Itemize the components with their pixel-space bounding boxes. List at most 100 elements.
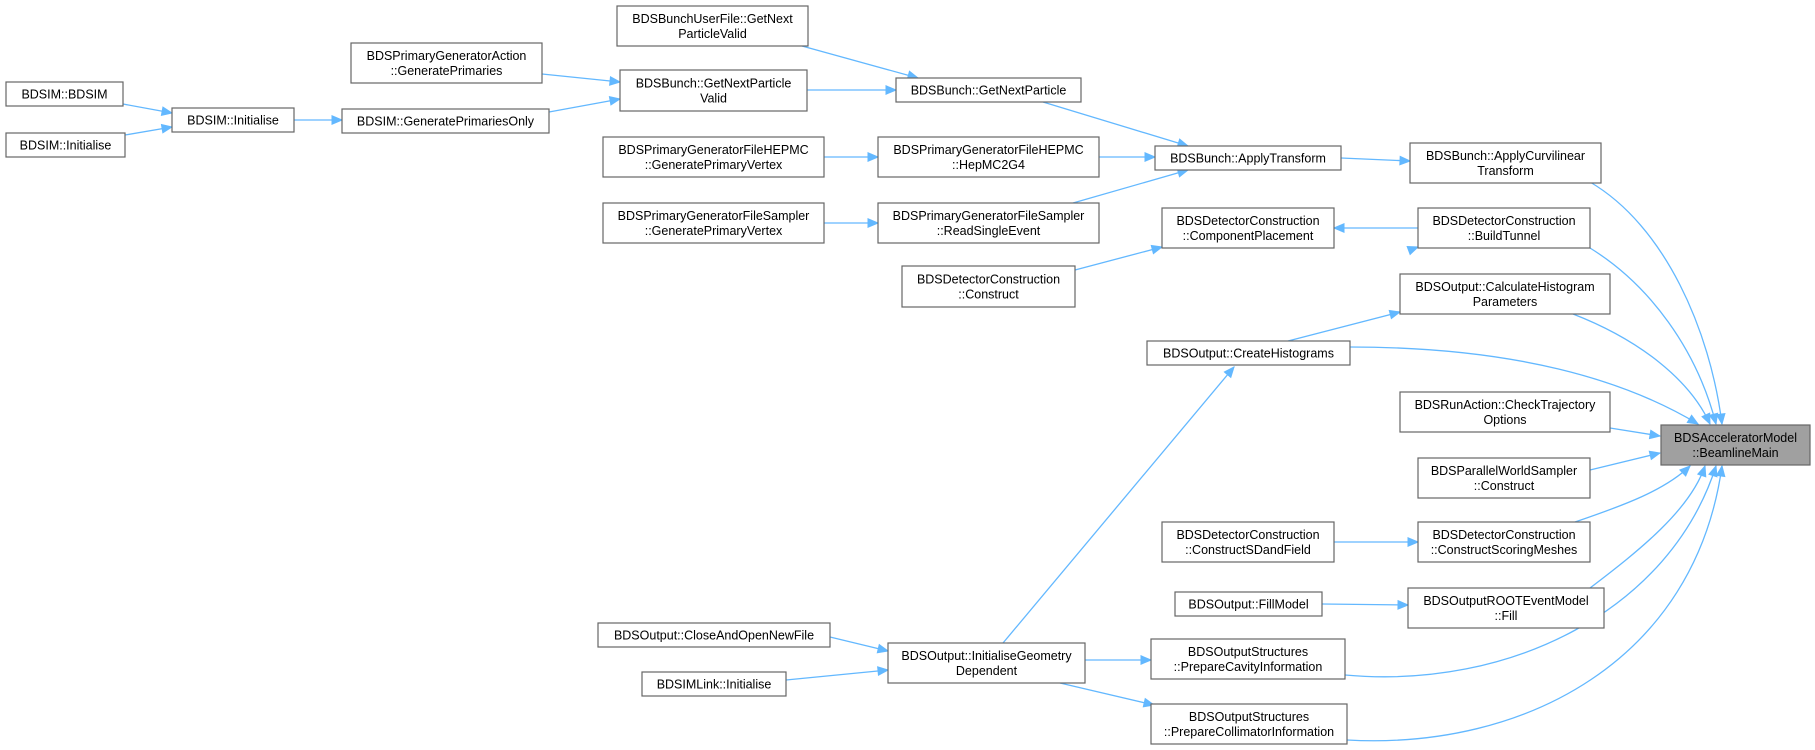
edge-arrowhead: [331, 115, 344, 125]
node-os_pci[interactable]: BDSOutputStructures::PrepareCavityInform…: [1150, 638, 1346, 680]
node-out_ch[interactable]: BDSOutput::CreateHistograms: [1146, 340, 1351, 366]
node-label: BDSDetectorConstruction: [1176, 528, 1319, 542]
node-box: [1150, 638, 1346, 680]
node-label: Valid: [700, 92, 727, 106]
node-pws_construct[interactable]: BDSParallelWorldSampler::Construct: [1417, 457, 1591, 499]
node-label: BDSPrimaryGeneratorFileHEPMC: [893, 143, 1083, 157]
node-root[interactable]: BDSAcceleratorModel::BeamlineMain: [1660, 424, 1811, 466]
edge-os_pci-to-root: [1344, 464, 1718, 678]
node-bdsim_initialise_a[interactable]: BDSIM::Initialise: [171, 107, 295, 133]
node-hepmc_h2g[interactable]: BDSPrimaryGeneratorFileHEPMC::HepMC2G4: [877, 136, 1100, 178]
edge-line: [1072, 169, 1189, 204]
node-genprimonly[interactable]: BDSIM::GeneratePrimariesOnly: [341, 108, 550, 134]
edge-line: [1042, 101, 1189, 147]
edge-bunch_act-to-root: [1589, 181, 1726, 426]
node-out_caonf[interactable]: BDSOutput::CloseAndOpenNewFile: [597, 622, 831, 648]
edge-line: [1589, 465, 1706, 589]
node-label: BDSIM::Initialise: [187, 114, 279, 128]
edge-arrowhead: [1686, 414, 1700, 425]
node-box: [350, 42, 543, 84]
node-box: [5, 81, 124, 107]
edge-arrowhead: [608, 96, 622, 106]
node-bdsim_bdsim[interactable]: BDSIM::BDSIM: [5, 81, 124, 107]
node-box: [895, 77, 1082, 103]
node-sampler_rse[interactable]: BDSPrimaryGeneratorFileSampler::ReadSing…: [877, 202, 1100, 244]
node-box: [901, 265, 1076, 308]
edge-arrowhead: [609, 76, 622, 86]
edge-arrowhead: [1715, 412, 1726, 426]
node-box: [171, 107, 295, 133]
edge-line: [1321, 603, 1409, 606]
node-hepmc_gpv[interactable]: BDSPrimaryGeneratorFileHEPMC::GeneratePr…: [602, 136, 825, 178]
node-box: [877, 136, 1100, 178]
node-dc_bt[interactable]: BDSDetectorConstruction::BuildTunnel: [1417, 207, 1591, 249]
node-label: ParticleValid: [678, 27, 747, 41]
edge-line: [1002, 366, 1235, 644]
edge-arrowhead: [1144, 152, 1157, 162]
edge-out_ch-to-out_chp: [1287, 309, 1402, 342]
node-label: ::BeamlineMain: [1692, 446, 1778, 460]
edge-line: [548, 98, 621, 113]
node-pga[interactable]: BDSPrimaryGeneratorAction::GeneratePrima…: [350, 42, 543, 84]
edge-arrowhead: [1701, 412, 1711, 426]
node-label: Options: [1483, 413, 1526, 427]
edge-line: [1589, 247, 1717, 425]
edge-genprimonly-to-bunch_gnpv: [548, 96, 622, 113]
node-sampler_gpv[interactable]: BDSPrimaryGeneratorFileSampler::Generate…: [602, 202, 825, 244]
node-label: ::PrepareCavityInformation: [1174, 660, 1323, 674]
node-bunch_gnp[interactable]: BDSBunch::GetNextParticle: [895, 77, 1082, 103]
edge-arrowhead: [885, 85, 898, 95]
edge-arrowhead: [1407, 537, 1420, 547]
node-box: [1161, 521, 1335, 563]
node-box: [1161, 207, 1335, 249]
node-label: BDSOutputStructures: [1188, 645, 1308, 659]
node-box: [619, 69, 808, 112]
edge-line: [1074, 246, 1163, 271]
edge-line: [1344, 465, 1717, 678]
node-dc_cp[interactable]: BDSDetectorConstruction::ComponentPlacem…: [1161, 207, 1335, 249]
node-box: [877, 202, 1100, 244]
node-out_fm[interactable]: BDSOutput::FillModel: [1174, 591, 1323, 617]
node-bdsim_initialise_b[interactable]: BDSIM::Initialise: [5, 132, 126, 158]
node-label: ::HepMC2G4: [952, 158, 1025, 172]
node-label: BDSDetectorConstruction: [1176, 214, 1319, 228]
node-dc_construct[interactable]: BDSDetectorConstruction::Construct: [901, 265, 1076, 308]
edge-arrowhead: [1388, 309, 1402, 320]
node-label: ::ConstructScoringMeshes: [1431, 543, 1578, 557]
edge-arrowhead: [160, 106, 174, 116]
edge-hepmc_h2g-to-bunch_at: [1099, 152, 1157, 162]
edge-out_igd-to-os_pcoll: [1059, 682, 1156, 708]
node-dc_csm[interactable]: BDSDetectorConstruction::ConstructScorin…: [1417, 521, 1591, 563]
node-link_init[interactable]: BDSIMLink::Initialise: [641, 671, 787, 697]
node-label: BDSDetectorConstruction: [1432, 528, 1575, 542]
node-label: BDSBunchUserFile::GetNext: [632, 12, 793, 26]
edge-line: [1059, 682, 1155, 706]
edge-root_fill-to-root: [1589, 464, 1707, 589]
node-dc_csdf[interactable]: BDSDetectorConstruction::ConstructSDandF…: [1161, 521, 1335, 563]
node-label: ::Construct: [958, 288, 1019, 302]
node-os_pcoll[interactable]: BDSOutputStructures::PrepareCollimatorIn…: [1150, 703, 1348, 745]
edge-arrowhead: [1406, 246, 1420, 256]
edge-line: [1340, 157, 1411, 162]
node-label: BDSBunch::GetNextParticle: [911, 84, 1067, 98]
node-label: BDSOutput::CreateHistograms: [1163, 347, 1334, 361]
node-label: Transform: [1477, 164, 1534, 178]
edge-line: [1572, 313, 1711, 425]
node-label: BDSOutputROOTEventModel: [1423, 594, 1588, 608]
node-root_fill[interactable]: BDSOutputROOTEventModel::Fill: [1407, 587, 1605, 629]
node-label: ::PrepareCollimatorInformation: [1164, 725, 1334, 739]
node-label: BDSBunch::GetNextParticle: [636, 77, 792, 91]
node-bunch_at[interactable]: BDSBunch::ApplyTransform: [1154, 145, 1342, 171]
node-label: BDSBunch::ApplyTransform: [1170, 152, 1326, 166]
edge-arrowhead: [867, 152, 880, 162]
node-label: BDSIM::GeneratePrimariesOnly: [357, 115, 535, 129]
edge-line: [801, 45, 919, 79]
edge-arrowhead: [1140, 655, 1153, 665]
edge-arrowhead: [867, 218, 880, 228]
